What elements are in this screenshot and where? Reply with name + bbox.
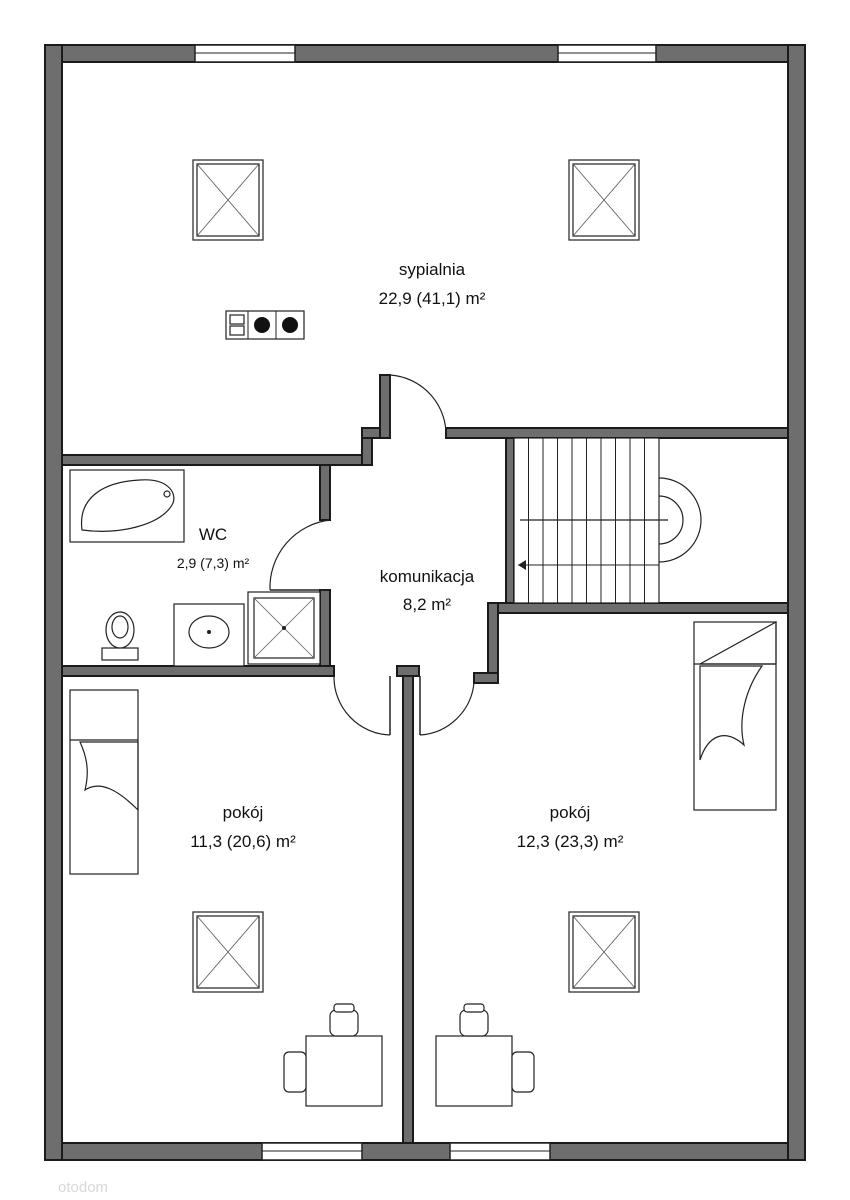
hall-area: 8,2 m²: [403, 595, 452, 614]
bedroom-area: 22,9 (41,1) m²: [379, 289, 486, 308]
bathtub-icon: [69, 469, 185, 543]
hall-name: komunikacja: [380, 567, 475, 586]
bed-left-icon: [69, 689, 139, 875]
bedroom-name: sypialnia: [399, 260, 466, 279]
staircase: [513, 437, 702, 604]
door-room-right: [419, 676, 475, 736]
window-bottom-left: [261, 1142, 363, 1161]
wc-area: 2,9 (7,3) m²: [177, 555, 250, 571]
skylight-bedroom-left: [192, 159, 264, 241]
door-wc: [269, 519, 331, 591]
bed-right-icon: [693, 620, 777, 811]
skylight-room-left: [192, 911, 264, 993]
shower-icon: [247, 591, 321, 665]
watermark: otodom: [58, 1179, 108, 1196]
toilet-icon: [101, 611, 139, 661]
wc-name: WC: [199, 525, 227, 544]
door-bedroom: [389, 374, 447, 439]
window-top-left: [194, 44, 296, 63]
window-top-right: [557, 44, 657, 63]
desk-right-icon: [435, 1003, 535, 1107]
room-right-name: pokój: [550, 803, 591, 822]
chimney-icon: [225, 310, 305, 340]
door-room-left: [333, 675, 391, 736]
window-bottom-right: [449, 1142, 551, 1161]
room-left-area: 11,3 (20,6) m²: [190, 832, 296, 851]
room-left-name: pokój: [223, 803, 264, 822]
washbasin-icon: [173, 603, 245, 667]
desk-left-icon: [283, 1003, 383, 1107]
skylight-room-right: [568, 911, 640, 993]
room-right-area: 12,3 (23,3) m²: [517, 832, 624, 851]
skylight-bedroom-right: [568, 159, 640, 241]
